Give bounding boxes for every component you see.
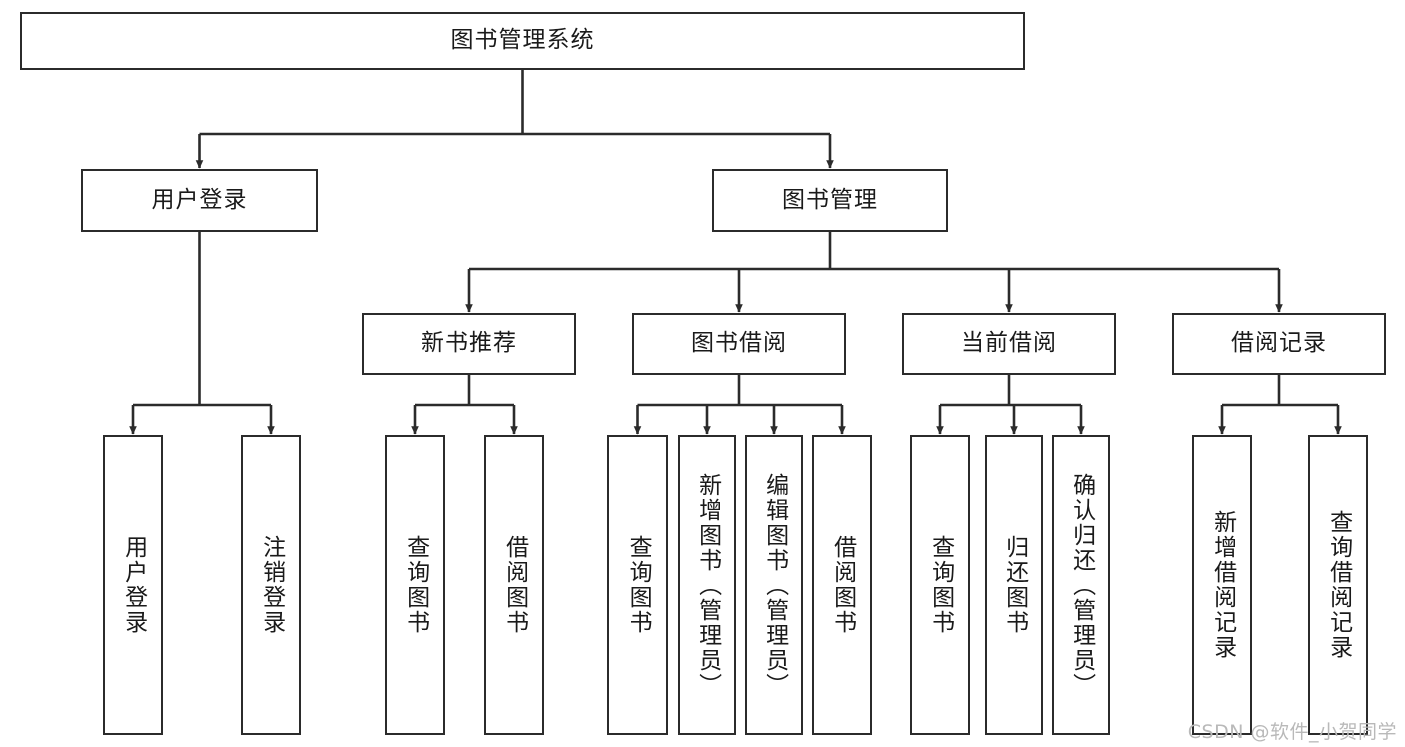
node-records[interactable]: 借阅记录 — [1172, 313, 1386, 375]
node-leaf-bo-query[interactable]: 查询图书 — [607, 435, 668, 735]
node-leaf-cu-confirm[interactable]: 确认归还（管理员） — [1052, 435, 1110, 735]
node-label: 借阅图书 — [829, 535, 856, 635]
node-label: 用户登录 — [120, 535, 147, 635]
node-leaf-bo-edit[interactable]: 编辑图书（管理员） — [745, 435, 803, 735]
node-root[interactable]: 图书管理系统 — [20, 12, 1025, 70]
node-current[interactable]: 当前借阅 — [902, 313, 1116, 375]
node-leaf-re-query[interactable]: 查询借阅记录 — [1308, 435, 1368, 735]
node-label: 确认归还（管理员） — [1068, 472, 1095, 698]
node-label: 图书管理系统 — [450, 27, 595, 54]
node-label: 查询图书 — [927, 535, 954, 635]
node-bookmgmt[interactable]: 图书管理 — [712, 169, 948, 232]
node-label: 查询图书 — [625, 535, 652, 635]
node-label: 归还图书 — [1001, 535, 1028, 635]
node-label: 新书推荐 — [421, 330, 517, 357]
node-label: 新增图书（管理员） — [694, 472, 721, 698]
node-label: 用户登录 — [151, 186, 248, 213]
node-leaf-bo-borrow[interactable]: 借阅图书 — [812, 435, 872, 735]
node-label: 图书借阅 — [691, 330, 787, 357]
node-leaf-nb-borrow[interactable]: 借阅图书 — [484, 435, 544, 735]
node-label: 借阅图书 — [501, 535, 528, 635]
node-login[interactable]: 用户登录 — [81, 169, 318, 232]
node-leaf-bo-add[interactable]: 新增图书（管理员） — [678, 435, 736, 735]
node-label: 编辑图书（管理员） — [761, 472, 788, 698]
node-leaf-cu-return[interactable]: 归还图书 — [985, 435, 1043, 735]
node-label: 新增借阅记录 — [1209, 510, 1236, 660]
node-leaf-user-login[interactable]: 用户登录 — [103, 435, 163, 735]
node-leaf-nb-query[interactable]: 查询图书 — [385, 435, 445, 735]
node-leaf-cu-query[interactable]: 查询图书 — [910, 435, 970, 735]
node-leaf-user-logout[interactable]: 注销登录 — [241, 435, 301, 735]
node-label: 借阅记录 — [1231, 330, 1327, 357]
watermark-text: CSDN @软件_小贺同学 — [1187, 721, 1397, 743]
node-label: 查询图书 — [402, 535, 429, 635]
node-label: 查询借阅记录 — [1325, 510, 1352, 660]
node-label: 注销登录 — [258, 535, 285, 635]
node-leaf-re-add[interactable]: 新增借阅记录 — [1192, 435, 1252, 735]
node-borrow[interactable]: 图书借阅 — [632, 313, 846, 375]
node-label: 图书管理 — [782, 186, 878, 213]
node-label: 当前借阅 — [961, 330, 1057, 357]
node-newbook[interactable]: 新书推荐 — [362, 313, 576, 375]
